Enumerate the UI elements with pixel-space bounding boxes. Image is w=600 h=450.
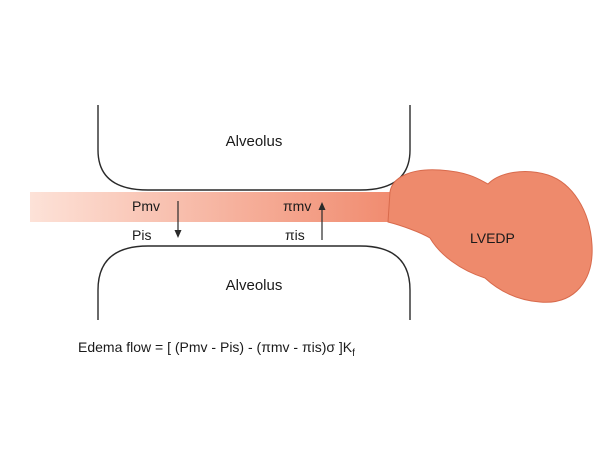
equation-main: Edema flow = [ (Pmv - Pis) - (πmv - πis)… [78, 339, 353, 355]
edema-flow-equation: Edema flow = [ (Pmv - Pis) - (πmv - πis)… [78, 339, 355, 359]
alveolus-bottom-wall [97, 245, 411, 320]
capillary-vessel [30, 192, 410, 222]
pis-label: Pis [132, 227, 151, 243]
down-arrow-icon [174, 201, 182, 238]
alveolus-top-label: Alveolus [226, 133, 283, 150]
alveolus-bottom-label: Alveolus [226, 277, 283, 294]
heart-shape [387, 169, 593, 303]
lvedp-label: LVEDP [470, 230, 515, 246]
alveolus-top-wall [97, 105, 411, 191]
up-arrow-icon [318, 202, 326, 240]
pi-mv-label: πmv [283, 198, 311, 214]
pi-is-label: πis [285, 227, 305, 243]
equation-subscript: f [352, 348, 355, 359]
pmv-label: Pmv [132, 198, 160, 214]
